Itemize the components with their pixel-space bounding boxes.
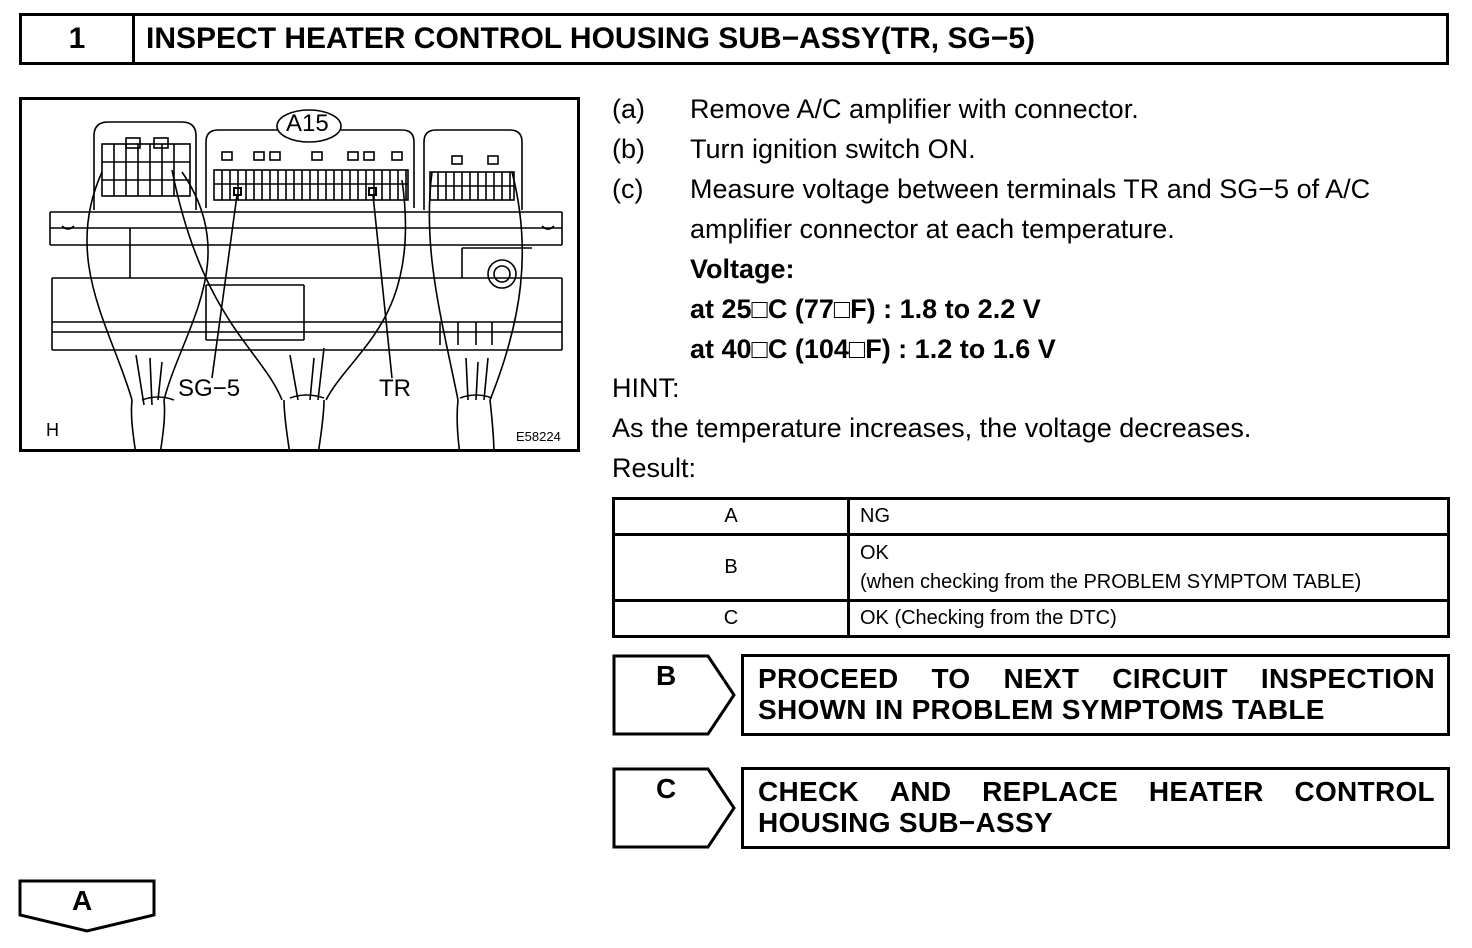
step-title: INSPECT HEATER CONTROL HOUSING SUB−ASSY(…: [146, 22, 1035, 55]
voltage-spec-40c: at 40□C (104□F) : 1.2 to 1.6 V: [690, 334, 1056, 364]
branch-b-line2: SHOWN IN PROBLEM SYMPTOMS TABLE: [758, 694, 1325, 725]
branch-c-instruction: CHECK AND REPLACE HEATER CONTROL HOUSING…: [741, 767, 1450, 849]
branch-c-tag: C: [612, 767, 738, 849]
table-row: C OK (Checking from the DTC): [612, 599, 1450, 638]
step-header: 1 INSPECT HEATER CONTROL HOUSING SUB−ASS…: [19, 13, 1449, 65]
voltage-spec-25c: at 25□C (77□F) : 1.8 to 2.2 V: [690, 294, 1041, 324]
right-connector: [423, 129, 523, 210]
terminal-sg5-label: SG−5: [178, 375, 241, 402]
result-code: A: [612, 497, 850, 536]
branch-b-tag: B: [612, 654, 738, 736]
word: CIRCUIT: [1112, 663, 1228, 694]
result-code: B: [612, 533, 850, 602]
word: CONTROL: [1294, 776, 1435, 807]
table-row: B OK (when checking from the PROBLEM SYM…: [612, 533, 1450, 602]
left-connector: [93, 121, 197, 210]
connector-id-label: A15: [286, 110, 329, 137]
chassis-outline: [49, 211, 563, 351]
voltage-label: Voltage:: [690, 254, 795, 284]
result-label: Result:: [612, 453, 697, 483]
step-number: 1: [22, 16, 135, 62]
hint-label: HINT:: [612, 373, 680, 403]
result-text: NG: [847, 497, 1450, 536]
result-text-line1: OK: [860, 541, 889, 564]
result-table: A NG B OK (when checking from the PROBLE…: [612, 497, 1450, 638]
branch-b-line1: PROCEED TO NEXT CIRCUIT INSPECTION: [758, 663, 1435, 694]
word: NEXT: [1003, 663, 1080, 694]
table-row: A NG: [612, 497, 1450, 536]
step-b-text: Turn ignition switch ON.: [690, 134, 976, 164]
word: INSPECTION: [1260, 663, 1435, 694]
connector-id-circle: [276, 109, 342, 143]
branch-c-line2: HOUSING SUB−ASSY: [758, 807, 1053, 838]
step-c-text-line2: amplifier connector at each temperature.: [690, 214, 1175, 244]
terminal-tr-label: TR: [379, 375, 411, 402]
bolt-icon: [487, 259, 517, 289]
result-text-line2: (when checking from the PROBLEM SYMPTOM …: [860, 570, 1362, 593]
figure-code: E58224: [516, 429, 561, 444]
word: CHECK: [758, 776, 860, 807]
next-step-a-letter: A: [72, 885, 93, 916]
tr-leader-line: [372, 194, 393, 379]
result-text: OK (Checking from the DTC): [847, 599, 1450, 638]
result-text-cell: OK (when checking from the PROBLEM SYMPT…: [847, 533, 1450, 602]
branch-b-letter: B: [656, 660, 677, 691]
branch-c-line1: CHECK AND REPLACE HEATER CONTROL: [758, 776, 1435, 807]
branch-c-letter: C: [656, 773, 677, 804]
word: PROCEED: [758, 663, 899, 694]
word: REPLACE: [982, 776, 1119, 807]
step-c-letter: (c): [612, 174, 644, 204]
branch-b-instruction: PROCEED TO NEXT CIRCUIT INSPECTION SHOWN…: [741, 654, 1450, 736]
step-b-letter: (b): [612, 134, 645, 164]
figure-h-mark: H: [46, 420, 59, 440]
center-connector: [205, 129, 415, 208]
step-c-text-line1: Measure voltage between terminals TR and…: [690, 174, 1371, 204]
next-step-a-tag: A: [18, 879, 156, 933]
hint-text: As the temperature increases, the voltag…: [612, 413, 1252, 443]
word: HEATER: [1148, 776, 1264, 807]
sg5-leader-line: [211, 194, 238, 379]
word: TO: [931, 663, 971, 694]
wire-harness: [86, 169, 524, 449]
word: AND: [889, 776, 952, 807]
step-a-text: Remove A/C amplifier with connector.: [690, 94, 1139, 124]
connector-diagram: A15 SG−5 TR H E58224: [19, 97, 580, 452]
result-code: C: [612, 599, 850, 638]
step-a-letter: (a): [612, 94, 645, 124]
